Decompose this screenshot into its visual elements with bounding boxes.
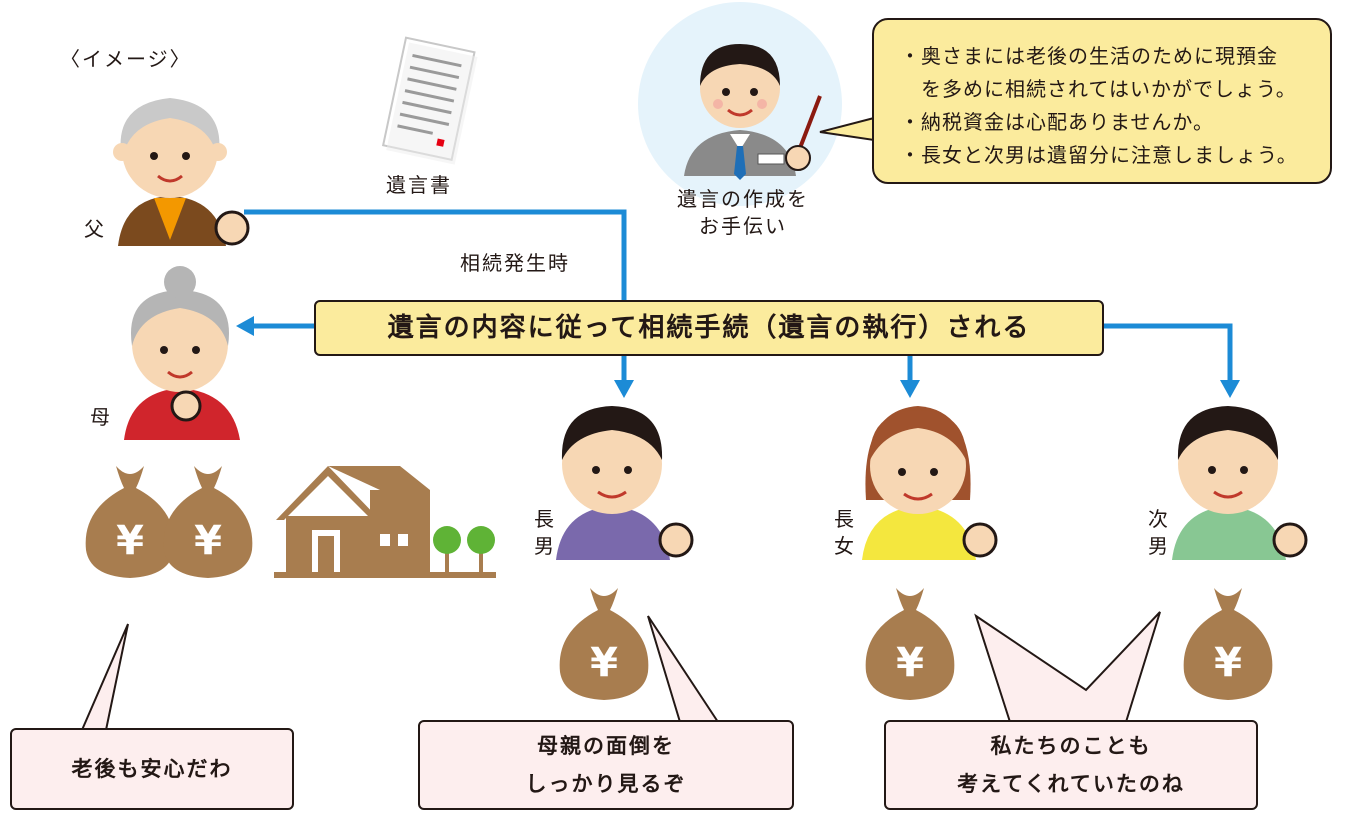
svg-text:¥: ¥ [896,640,924,686]
money-bag-icon: ¥ [559,588,649,700]
image-note: 〈イメージ〉 [60,47,192,71]
money-bag-icon: ¥ [865,588,955,700]
second-son-label: 次 男 [1146,506,1170,560]
svg-text:¥: ¥ [194,518,222,564]
father-label: 父 [84,217,106,241]
others-bubble-tail [974,611,1161,723]
money-bag-icon: ¥ [1183,588,1273,700]
tree-icon [433,526,495,572]
advice-line: ・奥さまには老後の生活のために現預金 [900,44,1278,68]
money-bag-icon: ¥ [163,466,253,578]
others-speech-line: 私たちのことも [990,734,1152,758]
occurrence-label: 相続発生時 [460,251,570,275]
others-speech-line: 考えてくれていたのね [957,772,1185,796]
arrow-head-eldest-daughter [900,380,920,398]
mother-speech-bubble: 老後も安心だわ [10,728,294,810]
eldest-son-label-char: 男 [534,534,554,558]
eldest-daughter-person-icon [862,406,998,560]
eldest-son-label-char: 長 [534,507,554,531]
son-bubble-tail [647,615,719,723]
flow-lines [236,209,1240,398]
second-son-label-char: 次 [1148,507,1168,531]
mother-person-icon [124,266,240,440]
mother-label: 母 [90,405,112,429]
svg-text:¥: ¥ [116,518,144,564]
will-document-icon [381,36,478,165]
advisor-caption-line2: お手伝い [699,214,787,238]
eldest-son-label: 長 男 [532,506,556,560]
advice-line: ・納税資金は心配ありませんか。 [900,110,1214,134]
eldest-son-person-icon [556,406,694,560]
svg-text:¥: ¥ [590,640,618,686]
advisor-caption: 遺言の作成を お手伝い [668,186,818,240]
son-speech-bubble: 母親の面倒を しっかり見るぞ [418,720,794,810]
eldest-daughter-label-char: 女 [834,534,854,558]
advice-line: ・長女と次男は遺留分に注意しましょう。 [900,143,1298,167]
father-to-banner-line [244,209,627,300]
father-person-icon [113,98,250,246]
svg-text:¥: ¥ [1214,640,1242,686]
house-icon [274,466,496,578]
advice-line: を多めに相続されてはいかがでしょう。 [900,77,1297,101]
bubble-tails [81,611,1161,731]
advice-callout: ・奥さまには老後の生活のために現預金 を多めに相続されてはいかがでしょう。 ・納… [872,18,1332,184]
arrow-to-second-son [1104,323,1233,382]
eldest-daughter-label-char: 長 [834,507,854,531]
arrow-head-second-son [1220,380,1240,398]
second-son-person-icon [1172,406,1308,560]
eldest-daughter-label: 長 女 [832,506,856,560]
arrow-head-mother [236,316,254,336]
mother-speech-text: 老後も安心だわ [71,757,233,781]
son-speech-line: しっかり見るぞ [525,772,687,796]
son-speech-line: 母親の面倒を [537,734,675,758]
execution-banner: 遺言の内容に従って相続手続（遺言の執行）される [314,300,1104,356]
second-son-label-char: 男 [1148,534,1168,558]
will-label: 遺言書 [386,173,452,197]
mother-bubble-tail [81,623,129,731]
advisor-caption-line1: 遺言の作成を [677,187,809,211]
others-speech-bubble: 私たちのことも 考えてくれていたのね [884,720,1258,810]
money-bag-icon: ¥ [85,466,175,578]
advisor-person-icon [638,2,842,206]
arrow-head-eldest-son [614,380,634,398]
